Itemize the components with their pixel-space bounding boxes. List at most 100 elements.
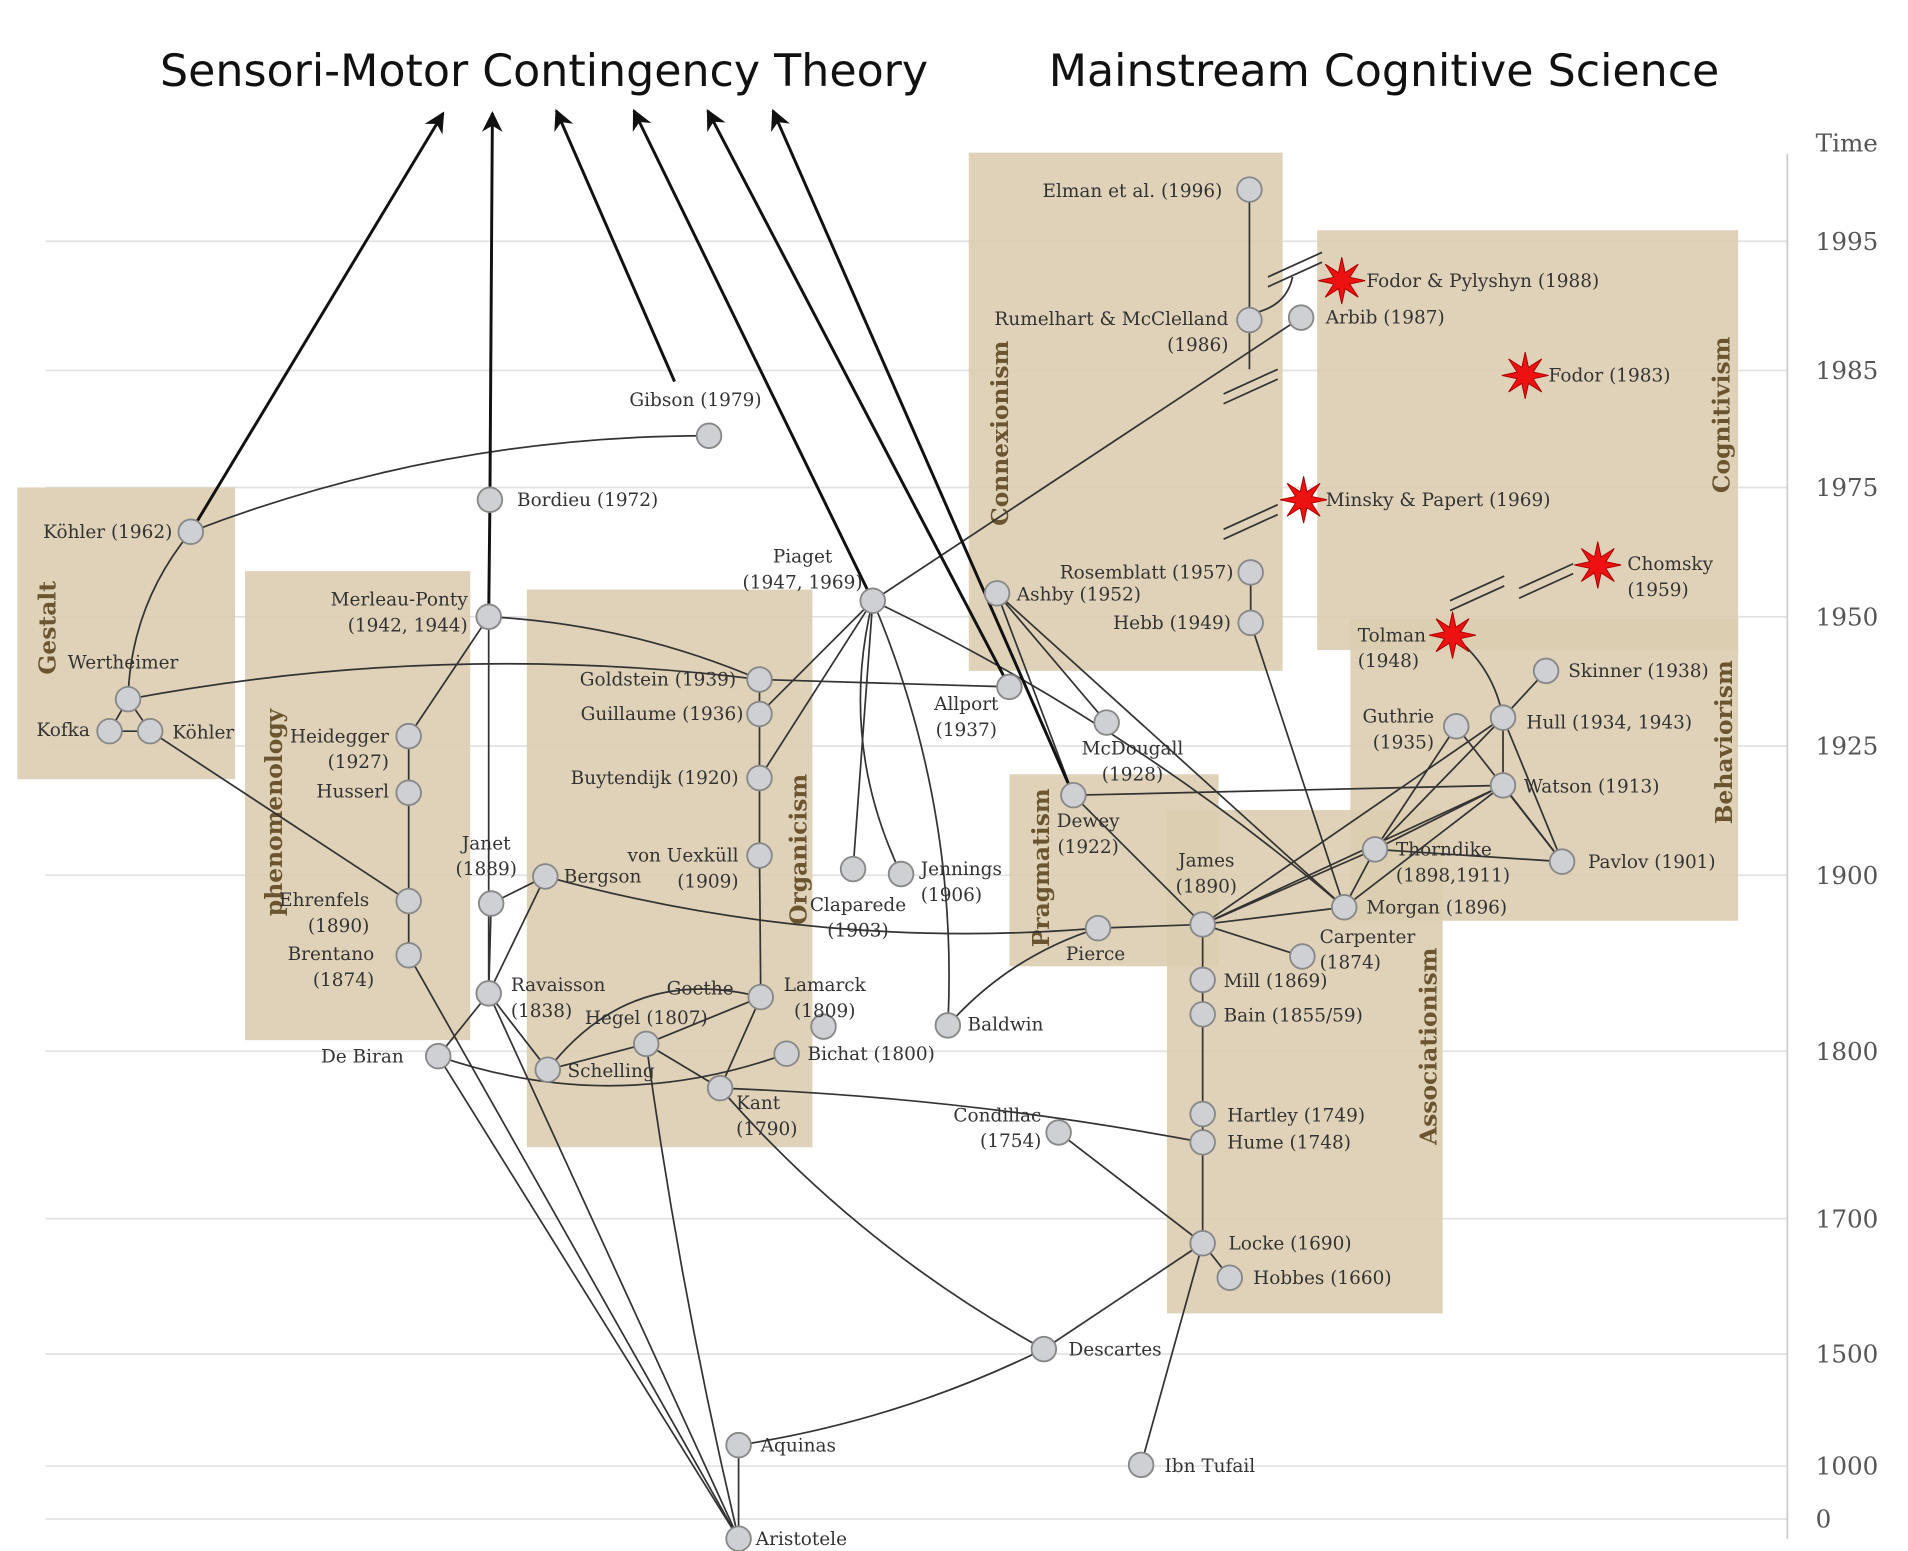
node-ehrenfels[interactable]: Ehrenfels(1890) xyxy=(279,887,422,937)
node-piaget[interactable]: Piaget(1947, 1969) xyxy=(743,547,886,614)
node-husserl[interactable]: Husserl xyxy=(316,779,422,806)
node-thorndike[interactable]: Thorndike(1898,1911) xyxy=(1361,836,1510,886)
node-aristotele[interactable]: Aristotele xyxy=(725,1525,847,1551)
node-label: Hebb (1949) xyxy=(1113,613,1231,634)
node-janet[interactable]: Janet(1889) xyxy=(456,833,517,917)
node-circle xyxy=(424,1042,452,1070)
node-claparede[interactable]: Claparede(1903) xyxy=(810,855,906,942)
node-schelling[interactable]: Schelling xyxy=(534,1056,655,1083)
node-hegel[interactable]: Hegel (1807) xyxy=(585,1008,708,1058)
node-hume[interactable]: Hume (1748) xyxy=(1189,1129,1351,1156)
node-lamarck[interactable]: Lamarck(1809) xyxy=(784,975,867,1040)
node-bordieu[interactable]: Bordieu (1972) xyxy=(476,486,659,513)
node-circle xyxy=(477,890,505,917)
edge-piaget-morgan xyxy=(872,599,1345,908)
node-hobbes[interactable]: Hobbes (1660) xyxy=(1216,1264,1392,1291)
node-condillac[interactable]: Condillac(1754) xyxy=(953,1105,1072,1152)
edge-descartes-locke xyxy=(1043,1242,1204,1350)
node-heidegger[interactable]: Heidegger (1927) xyxy=(290,722,422,773)
node-minsky[interactable]: Minsky & Papert (1969) xyxy=(1280,476,1551,524)
node-elman[interactable]: Elman et al. (1996) xyxy=(1043,176,1263,203)
node-arbib[interactable]: Arbib (1987) xyxy=(1287,304,1445,331)
node-label: Goethe xyxy=(667,979,734,1000)
node-circle xyxy=(534,1056,562,1083)
node-james[interactable]: James(1890) xyxy=(1176,851,1237,938)
node-label: (1874) xyxy=(1320,953,1381,974)
node-ashby[interactable]: Ashby (1952) xyxy=(983,580,1141,607)
node-label: (1922) xyxy=(1057,837,1118,858)
node-guillaume[interactable]: Guillaume (1936) xyxy=(581,700,773,728)
node-dewey[interactable]: Dewey(1922) xyxy=(1057,781,1120,858)
node-brentano[interactable]: Brentano(1874) xyxy=(288,941,422,991)
node-label: (1927) xyxy=(328,752,389,773)
node-merleau[interactable]: Merleau-Ponty(1942, 1944) xyxy=(331,590,502,637)
node-morgan[interactable]: Morgan (1896) xyxy=(1330,893,1507,921)
edge-piaget-baldwin xyxy=(871,600,950,1026)
node-label: Mill (1869) xyxy=(1224,971,1328,992)
node-mill[interactable]: Mill (1869) xyxy=(1189,966,1328,994)
node-pierce[interactable]: Pierce xyxy=(1066,914,1125,965)
node-fodor83[interactable]: Fodor (1983) xyxy=(1501,351,1671,399)
node-ibntufail[interactable]: Ibn Tufail xyxy=(1127,1451,1255,1479)
edge-james-watson xyxy=(1202,784,1504,926)
node-tolman[interactable]: Tolman(1948) xyxy=(1358,611,1477,672)
node-hartley[interactable]: Hartley (1749) xyxy=(1189,1100,1365,1128)
node-watson[interactable]: Watson (1913) xyxy=(1489,772,1660,799)
node-bain[interactable]: Bain (1855/59) xyxy=(1189,1001,1363,1028)
node-label: Ashby (1952) xyxy=(1016,585,1141,606)
node-descartes[interactable]: Descartes xyxy=(1030,1335,1162,1363)
time-tick-label: 1500 xyxy=(1816,1340,1879,1369)
node-baldwin[interactable]: Baldwin xyxy=(934,1012,1044,1039)
node-label: Heidegger xyxy=(290,726,389,747)
school-box-associationism xyxy=(1166,809,1443,1314)
node-goethe[interactable]: Goethe xyxy=(667,979,774,1011)
arrow-piaget-to-smc xyxy=(632,108,875,602)
node-uexkull[interactable]: von Uexküll(1909) xyxy=(627,842,773,893)
node-kohler[interactable]: Köhler xyxy=(136,717,235,745)
node-skinner[interactable]: Skinner (1938) xyxy=(1532,657,1709,685)
node-jennings[interactable]: Jennings(1906) xyxy=(887,859,1002,906)
node-k62[interactable]: Köhler (1962) xyxy=(43,518,205,546)
node-kofka[interactable]: Kofka xyxy=(36,717,123,745)
node-circle xyxy=(934,1012,962,1039)
node-ravaisson[interactable]: Ravaisson (1838) xyxy=(475,975,606,1022)
node-aquinas[interactable]: Aquinas xyxy=(725,1431,836,1459)
edge-thorndike-hull xyxy=(1374,717,1504,850)
node-bergson[interactable]: Bergson xyxy=(532,863,641,890)
node-label: Rumelhart & McClelland xyxy=(994,309,1228,330)
node-label: (1874) xyxy=(313,970,374,991)
node-hull[interactable]: Hull (1934, 1943) xyxy=(1489,704,1692,734)
node-pavlov[interactable]: Pavlov (1901) xyxy=(1548,848,1716,875)
node-label: Locke (1690) xyxy=(1229,1233,1352,1254)
edge-kant-hume xyxy=(720,1087,1203,1144)
node-rosemblatt[interactable]: Rosemblatt (1957) xyxy=(1060,559,1264,586)
node-fodorpyl[interactable]: Fodor & Pylyshyn (1988) xyxy=(1318,257,1599,305)
node-label: Ravaisson xyxy=(511,975,606,996)
node-goldstein[interactable]: Goldstein (1939) xyxy=(580,666,773,693)
node-debiran[interactable]: De Biran xyxy=(321,1042,452,1070)
node-label: (1809) xyxy=(794,1001,855,1022)
edge-hebb-morgan xyxy=(1249,622,1346,908)
node-circle xyxy=(746,842,773,869)
time-tick-label: 1000 xyxy=(1816,1452,1879,1481)
node-mcdougall[interactable]: McDougall(1928) xyxy=(1082,709,1184,785)
node-label: (1890) xyxy=(308,916,369,937)
edge-condillac-locke xyxy=(1058,1131,1204,1244)
node-hebb[interactable]: Hebb (1949) xyxy=(1113,609,1264,637)
node-guthrie[interactable]: Guthrie(1935) xyxy=(1362,707,1470,754)
node-allport[interactable]: Allport(1937) xyxy=(933,673,1023,742)
node-buytendijk[interactable]: Buytendijk (1920) xyxy=(571,764,773,792)
node-label: (1838) xyxy=(511,1001,572,1022)
node-circle xyxy=(1489,772,1517,799)
node-circle xyxy=(475,603,502,630)
node-label: Jennings xyxy=(919,859,1002,880)
node-gibson[interactable]: Gibson (1979) xyxy=(629,390,762,449)
node-chomsky[interactable]: Chomsky(1959) xyxy=(1574,541,1714,601)
node-bichat[interactable]: Bichat (1800) xyxy=(773,1040,935,1067)
node-rumelhart[interactable]: Rumelhart & McClelland(1986) xyxy=(994,306,1263,356)
node-wert[interactable]: Wertheimer xyxy=(68,652,179,713)
node-locke[interactable]: Locke (1690) xyxy=(1189,1230,1352,1257)
node-carpenter[interactable]: Carpenter(1874) xyxy=(1289,927,1415,974)
node-label: Minsky & Papert (1969) xyxy=(1326,490,1551,511)
node-kant[interactable]: Kant(1790) xyxy=(706,1074,798,1140)
